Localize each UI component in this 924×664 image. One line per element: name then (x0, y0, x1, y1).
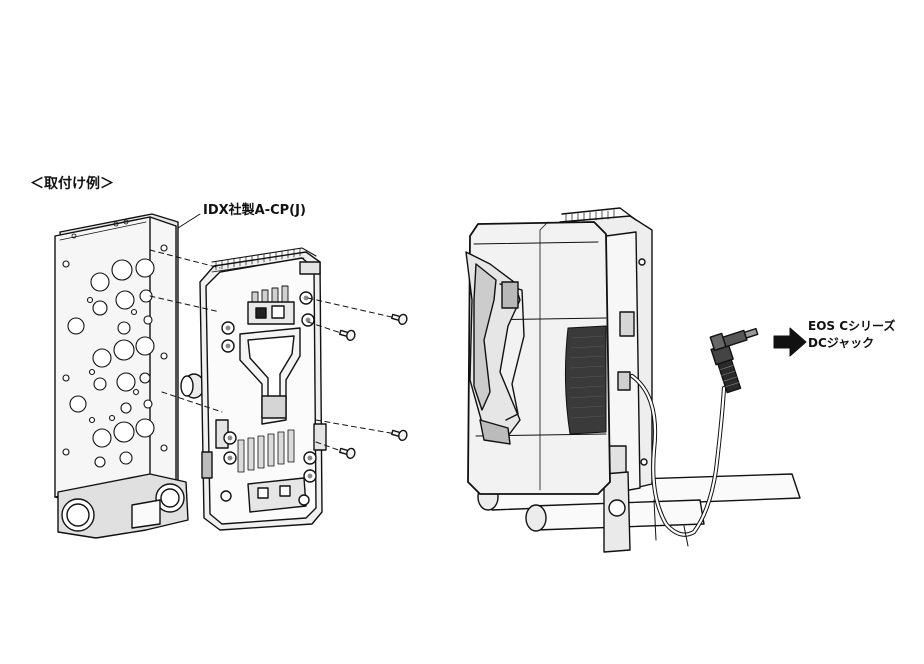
alignment-lines (149, 249, 397, 453)
arrow-right-icon (773, 327, 807, 357)
plate-holes (62, 244, 168, 468)
example-heading: ＜取付け例＞ (30, 176, 114, 192)
destination-label-line1: EOS Cシリーズ (808, 319, 896, 333)
mounting-screws (338, 313, 408, 460)
v-mount-battery (465, 221, 611, 495)
adapter-leader-line (177, 213, 201, 229)
v-mount-adapter (199, 247, 327, 531)
adapter-model-label: IDX社製A-CP(J) (203, 203, 306, 218)
dc-cable (629, 327, 759, 547)
locking-knob (180, 373, 205, 399)
destination-label-line2: DCジャック (808, 336, 875, 350)
